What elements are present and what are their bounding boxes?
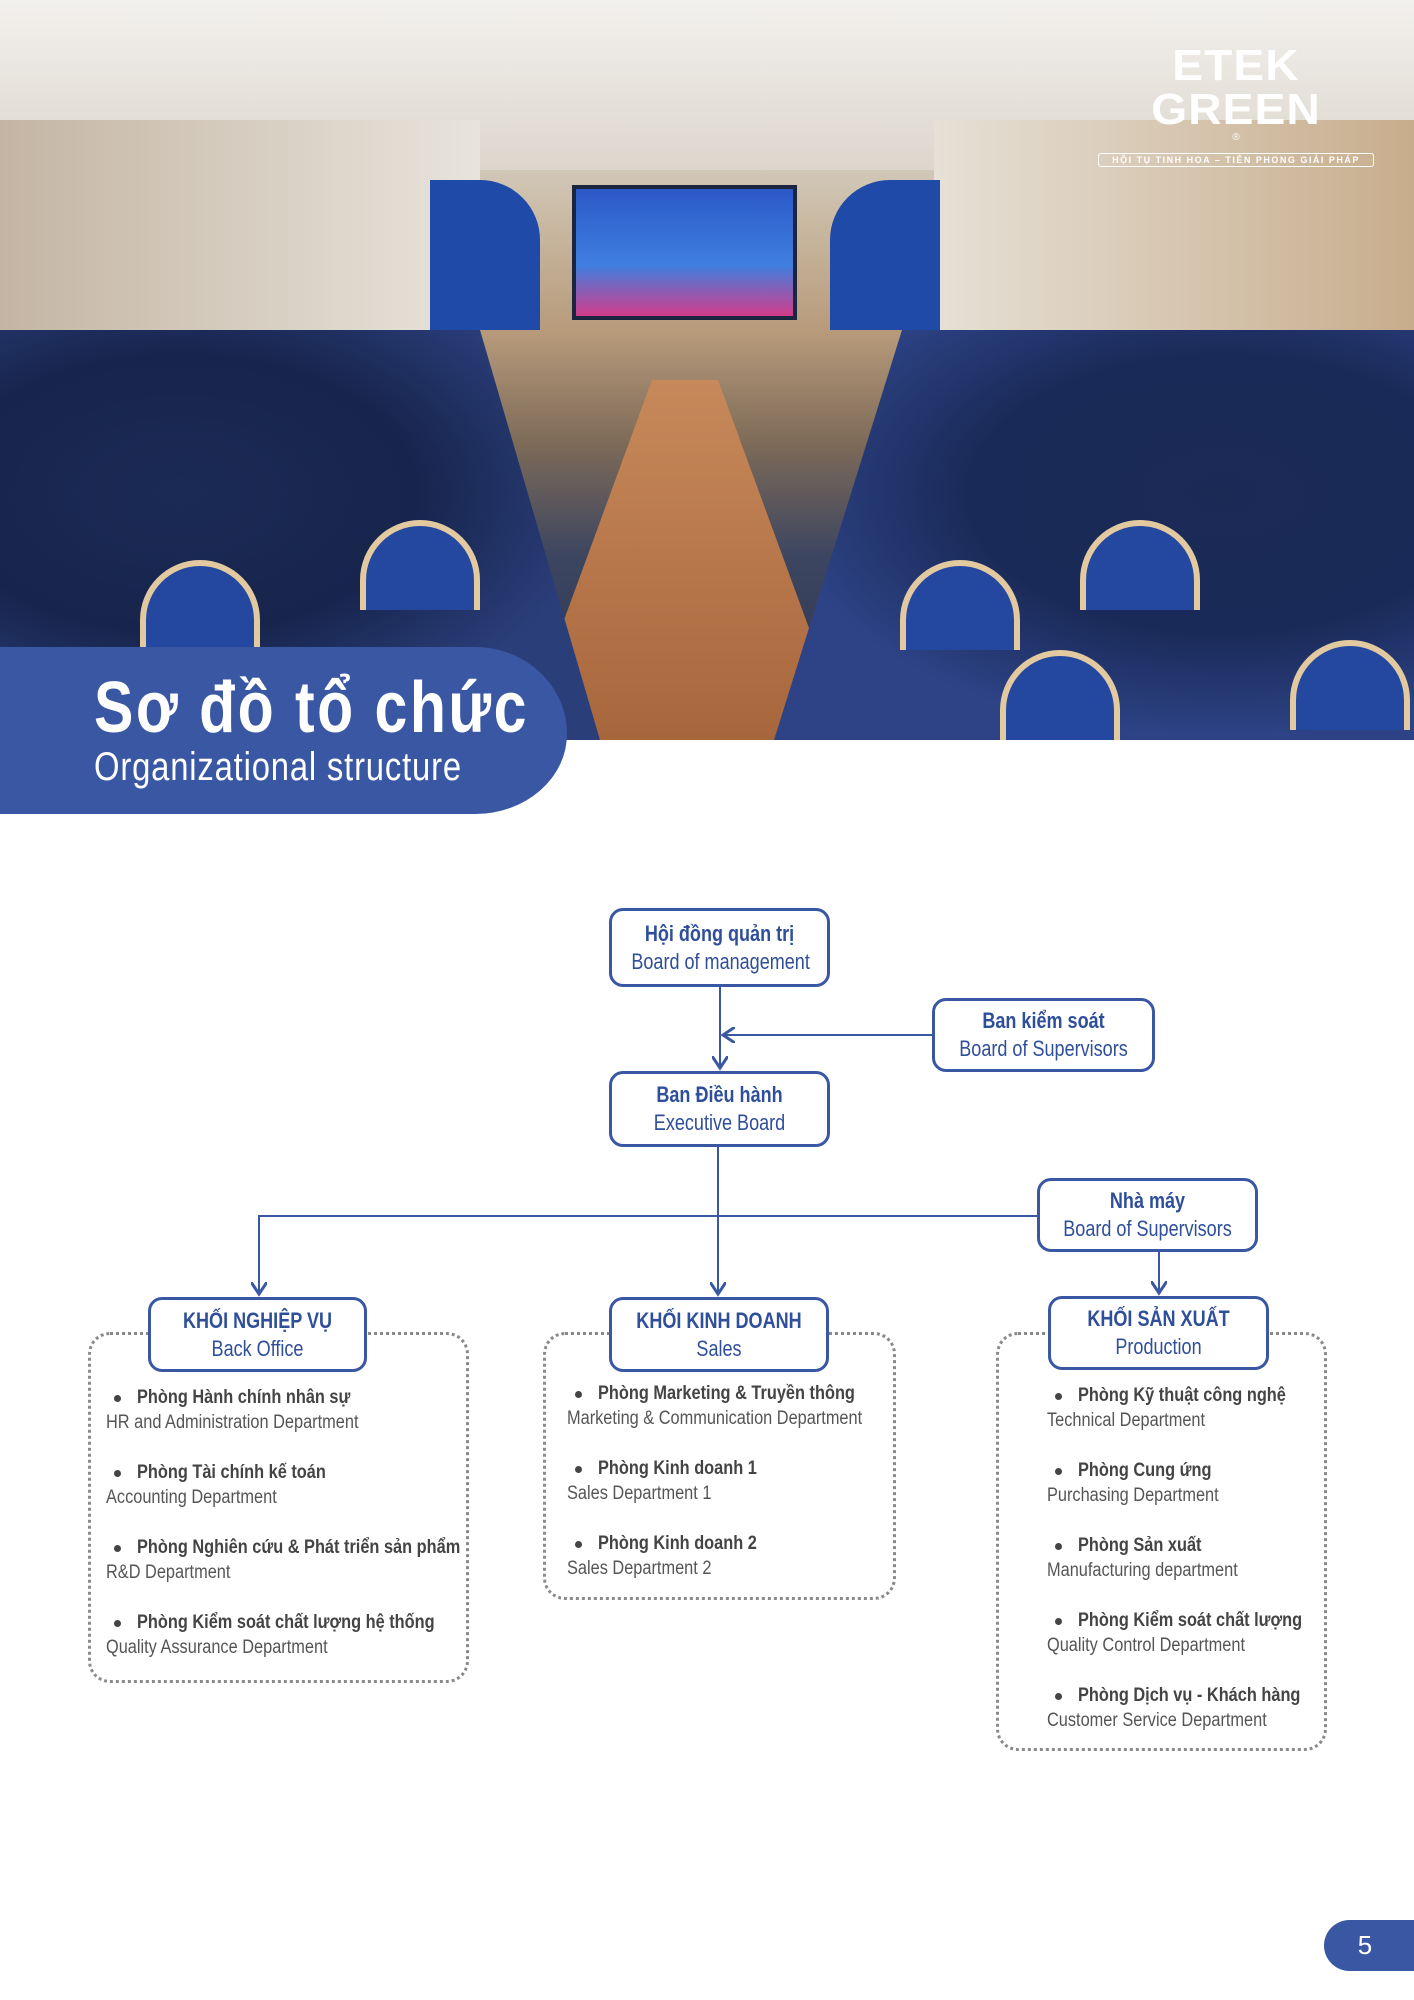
bullet-icon [575, 1541, 582, 1548]
department-name-vi: Phòng Kiểm soát chất lượng hệ thống [137, 1612, 435, 1633]
box-title: KHỐI KINH DOANH [636, 1307, 802, 1333]
executive-board-box: Ban Điều hành Executive Board [609, 1071, 830, 1147]
chair [1080, 520, 1200, 610]
department-name-vi: Phòng Dịch vụ - Khách hàng [1078, 1685, 1301, 1706]
chair [1290, 640, 1410, 730]
bullet-icon [575, 1466, 582, 1473]
chair [900, 560, 1020, 650]
department-name-en: Technical Department [1047, 1410, 1206, 1431]
department-name-en: Quality Control Department [1047, 1635, 1245, 1656]
line-to-back-office [259, 1215, 1037, 1294]
sales-box: KHỐI KINH DOANH Sales [609, 1297, 829, 1372]
chair [140, 560, 260, 650]
bullet-icon [575, 1391, 582, 1398]
stage-panel-left [430, 180, 540, 330]
box-subtitle: Board of Supervisors [959, 1036, 1128, 1061]
box-title: Nhà máy [1109, 1188, 1186, 1213]
department-name-en: Marketing & Communication Department [567, 1408, 863, 1429]
board-of-supervisors-box: Ban kiểm soát Board of Supervisors [932, 998, 1155, 1072]
department-name-vi: Phòng Cung ứng [1078, 1460, 1212, 1481]
box-subtitle: Board of management [631, 948, 810, 974]
page-subtitle: Organizational structure [94, 745, 462, 789]
bullet-icon [114, 1395, 121, 1402]
bullet-icon [114, 1620, 121, 1627]
department-name-en: Sales Department 1 [567, 1483, 712, 1504]
production-box: KHỐI SẢN XUẤT Production [1048, 1296, 1269, 1370]
registered-mark: ® [1232, 132, 1240, 143]
bullet-icon [1055, 1618, 1062, 1625]
department-name-en: HR and Administration Department [106, 1412, 359, 1433]
bullet-icon [1055, 1543, 1062, 1550]
department-name-vi: Phòng Tài chính kế toán [137, 1462, 326, 1483]
logo-tagline: HỘI TỤ TINH HOA – TIÊN PHONG GIẢI PHÁP [1098, 153, 1374, 168]
chair [1000, 650, 1120, 740]
box-title: Ban Điều hành [656, 1082, 783, 1107]
bullet-icon [114, 1545, 121, 1552]
chair [360, 520, 480, 610]
box-title: KHỐI NGHIỆP VỤ [182, 1307, 333, 1333]
department-name-en: Purchasing Department [1047, 1485, 1219, 1506]
back-office-box: KHỐI NGHIỆP VỤ Back Office [148, 1297, 367, 1372]
box-subtitle: Back Office [211, 1335, 304, 1361]
factory-box: Nhà máy Board of Supervisors [1037, 1178, 1258, 1252]
projection-screen [572, 185, 797, 320]
header-photo-auditorium: ETEK GREEN® HỘI TỤ TINH HOA – TIÊN PHONG… [0, 0, 1414, 740]
department-name-vi: Phòng Hành chính nhân sự [137, 1387, 351, 1408]
department-name-vi: Phòng Nghiên cứu & Phát triển sản phẩm [137, 1537, 461, 1558]
department-name-en: Manufacturing department [1047, 1560, 1238, 1581]
department-name-vi: Phòng Marketing & Truyền thông [598, 1383, 855, 1404]
title-banner: Sơ đồ tổ chức Organizational structure [0, 647, 567, 814]
box-subtitle: Board of Supervisors [1063, 1216, 1232, 1241]
box-subtitle: Sales [696, 1335, 742, 1361]
box-subtitle: Executive Board [653, 1110, 786, 1135]
department-name-vi: Phòng Kinh doanh 2 [598, 1533, 757, 1554]
bullet-icon [1055, 1468, 1062, 1475]
bullet-icon [1055, 1693, 1062, 1700]
box-title: Ban kiểm soát [982, 1008, 1105, 1033]
department-name-en: Accounting Department [106, 1487, 277, 1508]
logo-brand: ETEK GREEN [1151, 41, 1321, 134]
board-of-management-box: Hội đồng quản trị Board of management [609, 908, 830, 987]
department-name-vi: Phòng Kinh doanh 1 [598, 1458, 757, 1479]
box-subtitle: Production [1115, 1334, 1202, 1359]
department-name-vi: Phòng Sản xuất [1078, 1535, 1202, 1556]
bullet-icon [114, 1470, 121, 1477]
box-title: KHỐI SẢN XUẤT [1087, 1306, 1230, 1331]
department-name-en: R&D Department [106, 1562, 231, 1583]
page-number: 5 [1324, 1920, 1414, 1971]
page-title: Sơ đồ tổ chức [94, 668, 529, 748]
department-name-en: Customer Service Department [1047, 1710, 1267, 1731]
box-title: Hội đồng quản trị [644, 920, 795, 946]
department-name-en: Sales Department 2 [567, 1558, 712, 1579]
department-name-vi: Phòng Kiểm soát chất lượng [1078, 1610, 1303, 1631]
etek-green-logo: ETEK GREEN® HỘI TỤ TINH HOA – TIÊN PHONG… [1098, 44, 1374, 168]
department-name-vi: Phòng Kỹ thuật công nghệ [1078, 1385, 1286, 1406]
bullet-icon [1055, 1393, 1062, 1400]
department-name-en: Quality Assurance Department [106, 1637, 328, 1658]
stage-panel-right [830, 180, 940, 330]
